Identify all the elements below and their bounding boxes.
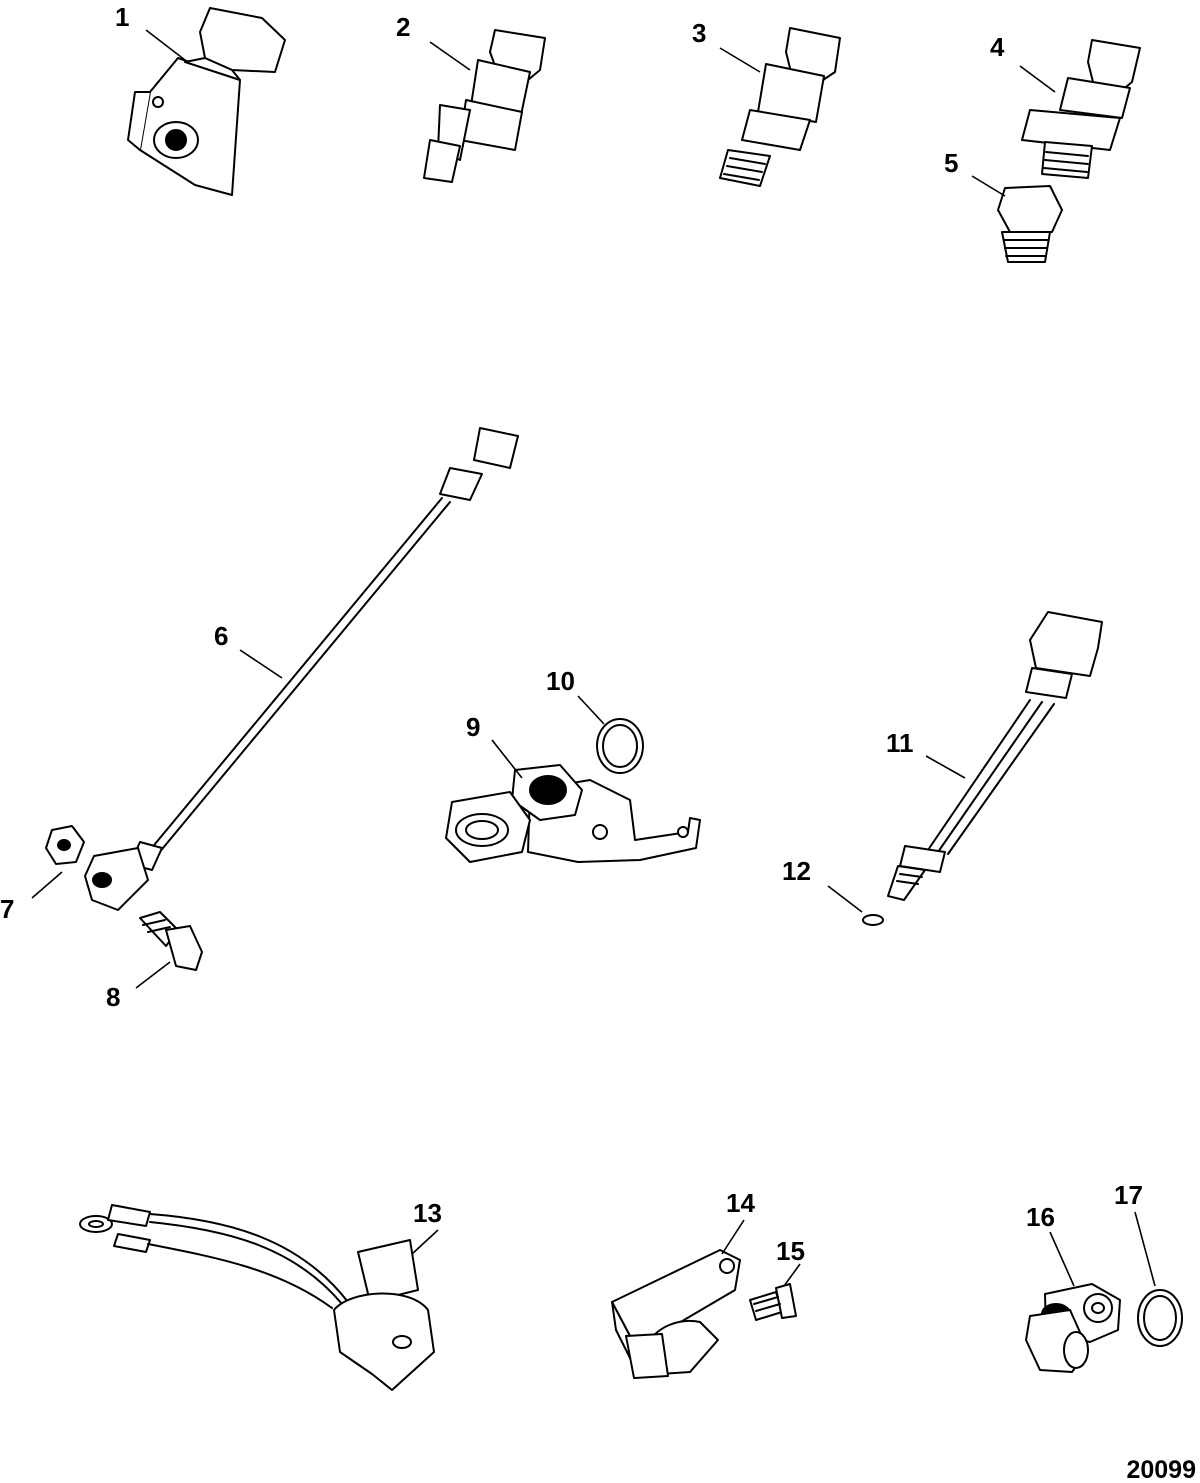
callout-10: 10 bbox=[546, 666, 575, 696]
part-3-sensor bbox=[719, 27, 841, 187]
leader-9 bbox=[491, 739, 523, 779]
part-6-knock-sensor bbox=[84, 427, 519, 911]
leader-10 bbox=[577, 695, 605, 725]
leader-15 bbox=[783, 1263, 801, 1287]
leader-6 bbox=[239, 649, 283, 679]
part-12-o-ring bbox=[862, 914, 884, 926]
part-14-throttle-sensor bbox=[611, 1249, 741, 1379]
part-1-sensor bbox=[127, 7, 286, 196]
leader-12 bbox=[827, 885, 863, 913]
leader-1 bbox=[145, 29, 186, 61]
callout-8: 8 bbox=[106, 982, 120, 1012]
callout-17: 17 bbox=[1114, 1180, 1143, 1210]
callout-15: 15 bbox=[776, 1236, 805, 1266]
part-17-o-ring bbox=[1137, 1289, 1183, 1347]
part-15-screw bbox=[749, 1283, 797, 1321]
part-13-sensor-with-leads bbox=[79, 1204, 435, 1391]
leader-11 bbox=[925, 755, 966, 779]
callout-7: 7 bbox=[0, 894, 14, 924]
callout-13: 13 bbox=[413, 1198, 442, 1228]
part-8-stud bbox=[139, 911, 203, 971]
callout-9: 9 bbox=[466, 712, 480, 742]
callout-4: 4 bbox=[990, 32, 1005, 62]
callout-16: 16 bbox=[1026, 1202, 1055, 1232]
leader-3 bbox=[719, 47, 761, 73]
callout-12: 12 bbox=[782, 856, 811, 886]
callout-5: 5 bbox=[944, 148, 958, 178]
callout-6: 6 bbox=[214, 621, 228, 651]
leader-17 bbox=[1134, 1211, 1156, 1287]
part-7-nut bbox=[45, 825, 85, 865]
leader-8 bbox=[135, 961, 171, 989]
part-16-position-sensor bbox=[1025, 1283, 1121, 1373]
leader-16 bbox=[1049, 1231, 1075, 1287]
leader-4 bbox=[1019, 65, 1056, 93]
part-2-sensor bbox=[423, 29, 546, 183]
callout-11: 11 bbox=[886, 728, 914, 758]
leader-5 bbox=[971, 175, 1006, 197]
callout-2: 2 bbox=[396, 12, 410, 42]
leader-13 bbox=[411, 1229, 439, 1255]
callout-14: 14 bbox=[726, 1188, 755, 1218]
part-5-adapter bbox=[997, 185, 1063, 263]
callout-1: 1 bbox=[115, 2, 129, 32]
leader-2 bbox=[429, 41, 471, 71]
part-9-position-sensor bbox=[445, 764, 701, 863]
callout-3: 3 bbox=[692, 18, 706, 48]
leader-7 bbox=[31, 871, 63, 899]
leader-14 bbox=[721, 1219, 745, 1255]
figure-number: 20099 bbox=[1126, 1456, 1196, 1483]
part-4-sensor bbox=[1021, 39, 1141, 179]
part-11-temp-sensor bbox=[887, 611, 1103, 901]
part-10-o-ring bbox=[596, 718, 644, 774]
